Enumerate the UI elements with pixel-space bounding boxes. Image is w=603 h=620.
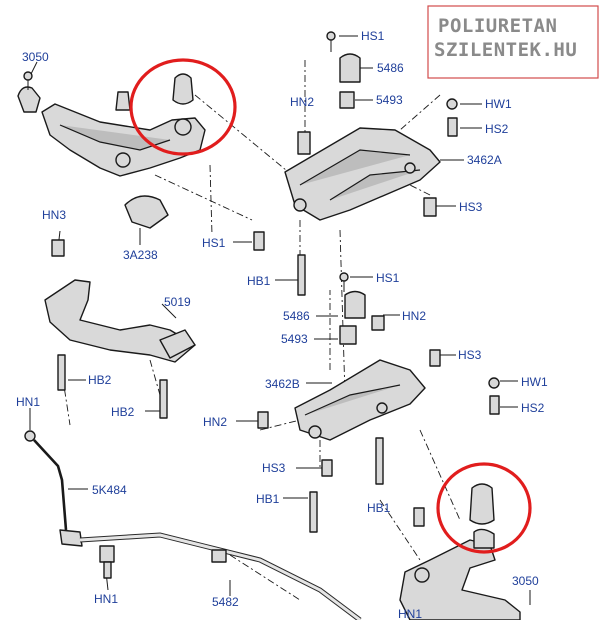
label-hs3-low: HS3 [458, 348, 482, 362]
label-5k484: 5K484 [92, 483, 127, 497]
highlight-circle-upper-bushing [129, 58, 237, 156]
bushing-upper-left [172, 73, 194, 105]
label-3050-top: 3050 [22, 50, 49, 64]
label-hn1-right: HN1 [398, 607, 422, 620]
watermark-frame [427, 5, 599, 79]
label-hn3: HN3 [42, 208, 66, 222]
label-hs1-low: HS1 [376, 271, 400, 285]
label-hn2-low: HN2 [402, 309, 426, 323]
label-hw1-low: HW1 [521, 375, 548, 389]
label-5019: 5019 [164, 295, 191, 309]
label-3050-bottom: 3050 [512, 574, 539, 588]
control-arm-upper-left [17, 71, 206, 177]
nut-hn2-lower [371, 315, 385, 331]
label-hs1-mid: HS1 [202, 236, 226, 250]
subframe-upper [253, 31, 458, 296]
label-hb2-a: HB2 [88, 373, 112, 387]
label-hb2-b: HB2 [111, 405, 135, 419]
highlight-circle-lower-bushing [436, 462, 532, 554]
control-arm-lower-right [399, 483, 521, 620]
bushing-lower-right [469, 483, 495, 525]
stabilizer-bracket-upper [339, 53, 361, 83]
bushing-5493-lower [339, 325, 357, 345]
label-5493-top: 5493 [376, 93, 403, 107]
label-3462a: 3462A [467, 153, 502, 167]
label-hw1-top: HW1 [485, 97, 512, 111]
bushing-5493-upper [339, 91, 355, 109]
label-3a238: 3A238 [123, 248, 158, 262]
label-hn1-bottom: HN1 [94, 592, 118, 606]
label-hn2-left: HN2 [203, 415, 227, 429]
watermark-line2: SZILENTEK.HU [434, 39, 577, 61]
nut-hn2-upper [297, 131, 311, 155]
leader-lines [27, 35, 531, 606]
label-hb1-left: HB1 [256, 492, 280, 506]
bracket-3a238 [124, 195, 169, 229]
label-3462b: 3462B [265, 377, 300, 391]
label-5482: 5482 [212, 595, 239, 609]
watermark-line1: POLIURETAN [438, 15, 557, 37]
ball-joint-upper-left [17, 86, 41, 113]
stabilizer-link-and-bar [24, 430, 362, 620]
label-hn1-top: HN1 [16, 395, 40, 409]
stabilizer-bracket-lower [344, 290, 366, 319]
label-5486-low: 5486 [283, 309, 310, 323]
watermark-logo: POLIURETAN SZILENTEK.HU [427, 5, 599, 79]
label-hs2-low: HS2 [521, 401, 545, 415]
label-hn2-top: HN2 [290, 95, 314, 109]
label-hs3-top: HS3 [459, 200, 483, 214]
label-hb1-right: HB1 [367, 501, 391, 515]
label-5493-low: 5493 [281, 332, 308, 346]
label-hb1-mid: HB1 [247, 274, 271, 288]
label-hs2-top: HS2 [485, 122, 509, 136]
label-5486-top: 5486 [377, 61, 404, 75]
part-labels: HS1 5486 HN2 5493 HW1 HS2 3462A HS3 HS1 … [16, 29, 548, 620]
subframe-lower [257, 272, 500, 533]
label-hs3-bottom: HS3 [262, 461, 286, 475]
label-hs1-top: HS1 [361, 29, 385, 43]
stabilizer-bar-bracket-5019 [44, 239, 196, 419]
